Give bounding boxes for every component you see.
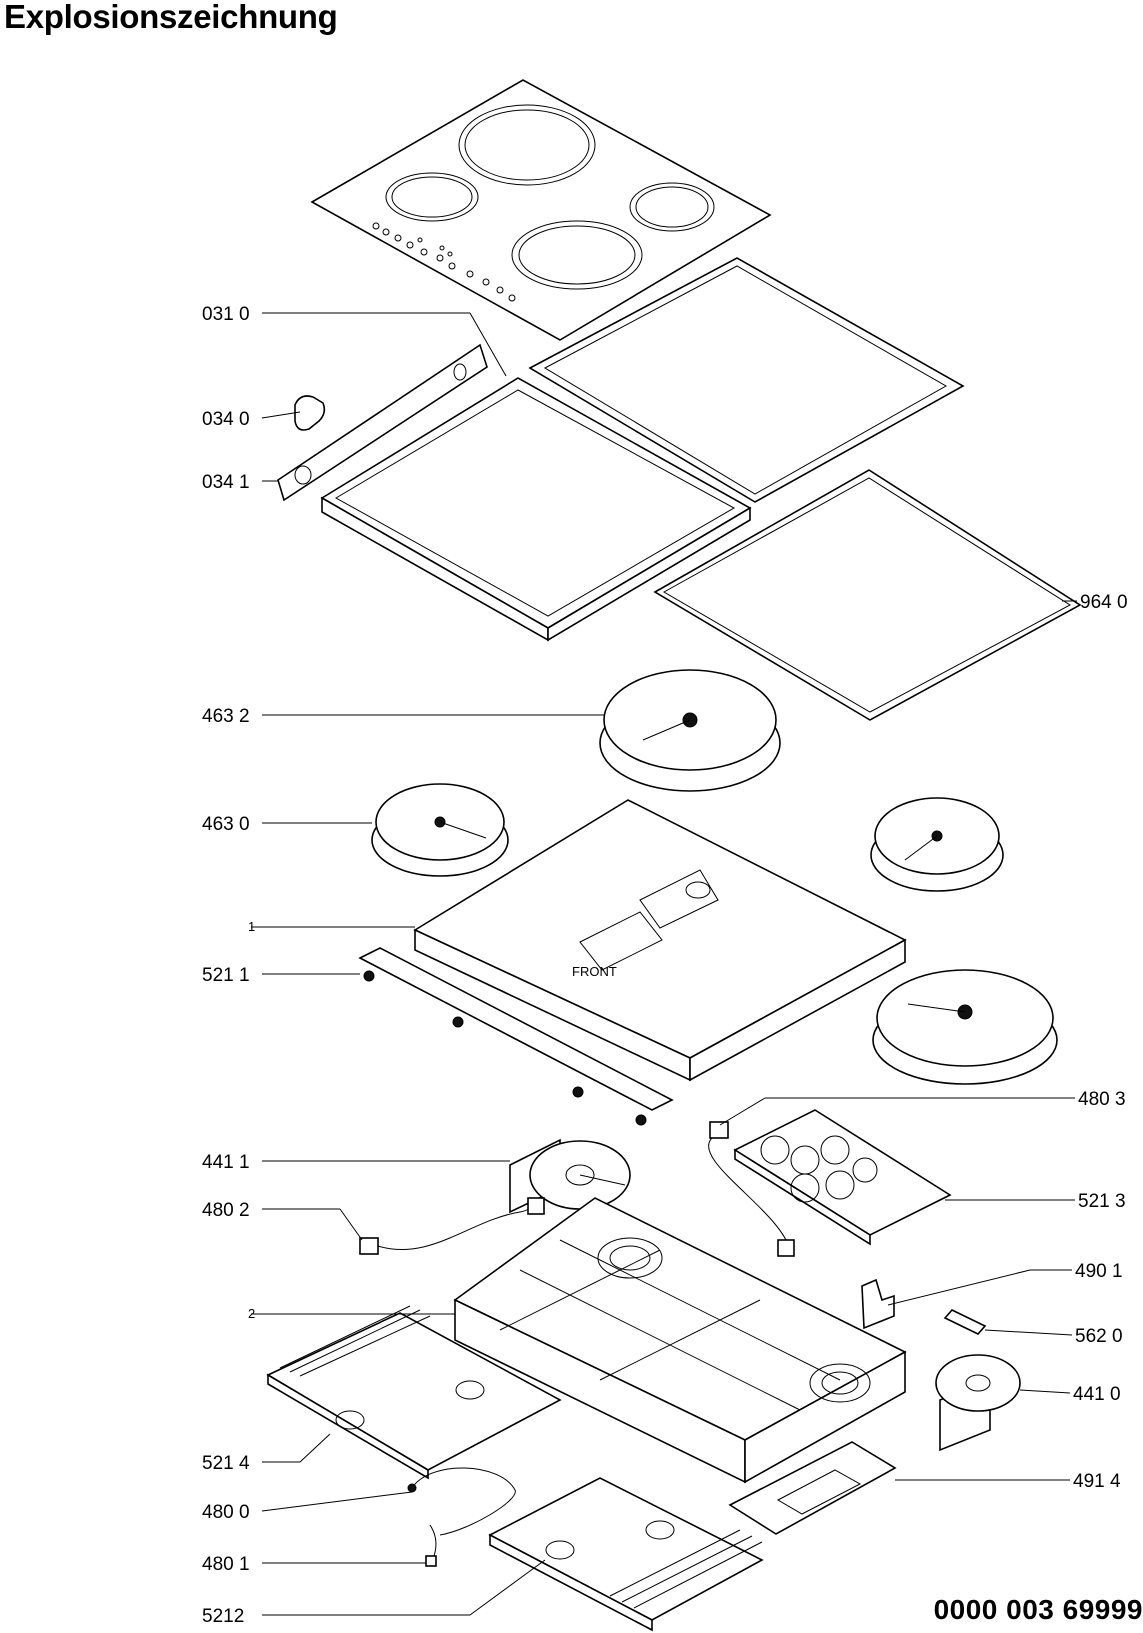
svg-text:FRONT: FRONT bbox=[572, 964, 617, 979]
label-4914: 491 4 bbox=[1073, 1471, 1121, 1492]
label-1: 1 bbox=[248, 919, 255, 934]
bottom-housing bbox=[453, 1197, 907, 1484]
bracket-034 bbox=[277, 343, 488, 502]
heating-element-right-rear bbox=[870, 797, 1004, 892]
control-board-5211 bbox=[358, 947, 674, 1126]
power-board-5212 bbox=[488, 1477, 764, 1632]
label-4632: 463 2 bbox=[202, 706, 250, 727]
label-4802: 480 2 bbox=[202, 1200, 250, 1221]
label-4800: 480 0 bbox=[202, 1502, 250, 1523]
leader-lines bbox=[251, 312, 1077, 1616]
label-5213: 521 3 bbox=[1078, 1191, 1126, 1212]
heating-element-4632 bbox=[599, 669, 781, 792]
holder-4901 bbox=[861, 1278, 895, 1330]
page-title: Explosionszeichnung bbox=[4, 0, 338, 35]
power-board-5214 bbox=[266, 1305, 562, 1480]
label-4801: 480 1 bbox=[202, 1554, 250, 1575]
label-0341: 034 1 bbox=[202, 472, 250, 493]
cable-4802 bbox=[359, 1197, 545, 1255]
label-4630: 463 0 bbox=[202, 814, 250, 835]
heating-element-4630 bbox=[371, 783, 509, 877]
heating-element-right-front bbox=[872, 969, 1058, 1085]
cable-4801 bbox=[425, 1524, 437, 1567]
frame-seal bbox=[528, 257, 1082, 721]
label-0310: 031 0 bbox=[202, 304, 250, 325]
label-4803: 480 3 bbox=[1078, 1089, 1126, 1110]
label-0340: 034 0 bbox=[202, 409, 250, 430]
label-4410: 441 0 bbox=[1073, 1384, 1121, 1405]
fan-4411 bbox=[509, 1138, 631, 1214]
fuse-5620 bbox=[943, 1309, 987, 1335]
part-labels: 031 0 034 0 034 1 964 0 463 2 463 0 1 52… bbox=[202, 304, 1128, 1627]
mounting-frame bbox=[320, 377, 752, 642]
label-2: 2 bbox=[248, 1306, 255, 1321]
document-number: 0000 003 69999 bbox=[933, 1594, 1143, 1625]
cable-4800 bbox=[407, 1467, 516, 1536]
label-5620: 562 0 bbox=[1075, 1326, 1123, 1347]
label-4901: 490 1 bbox=[1075, 1261, 1123, 1282]
label-5214: 521 4 bbox=[202, 1453, 250, 1474]
label-9640: 964 0 bbox=[1080, 592, 1128, 613]
label-4411: 441 1 bbox=[202, 1152, 250, 1173]
label-5212: 5212 bbox=[202, 1606, 244, 1627]
cable-4803 bbox=[708, 1121, 795, 1257]
power-board-5213 bbox=[733, 1109, 952, 1246]
support-plate: FRONT bbox=[413, 799, 907, 1082]
fan-4410 bbox=[935, 1354, 1021, 1452]
glass-ceramic-top bbox=[310, 79, 772, 341]
cover-4914 bbox=[728, 1441, 897, 1535]
label-5211: 521 1 bbox=[202, 965, 250, 986]
